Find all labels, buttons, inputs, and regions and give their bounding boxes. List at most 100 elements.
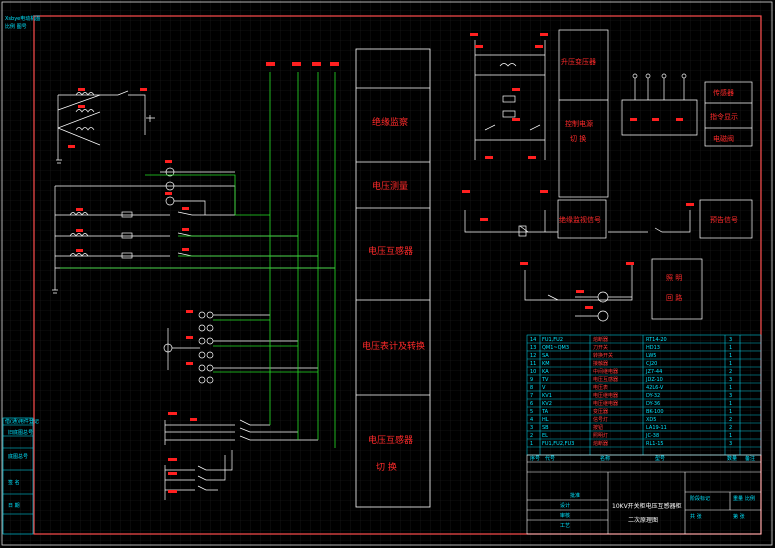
bus-wires [60, 72, 336, 448]
parts-row-c2: 电压表 [593, 384, 608, 391]
parts-row-c1: QM1~QM3 [542, 345, 569, 351]
title-block-header: 型号 [655, 455, 665, 462]
parts-row-c2: 信号灯 [593, 416, 608, 423]
label-circuit: 回 路 [666, 293, 682, 302]
parts-row-c3: DY-32 [646, 393, 660, 399]
parts-row-c3: DY-36 [646, 401, 660, 407]
side-label-0: 借(通)用件登记 [5, 418, 39, 425]
parts-row-index: 5 [530, 409, 533, 415]
parts-row-c3: 42L6-V [646, 385, 664, 391]
tb-field-stage: 阶段标记 [690, 495, 710, 502]
parts-row-index: 11 [530, 361, 536, 367]
parts-row-c1: KM [542, 361, 550, 367]
label-step-up-transformer: 升压变压器 [561, 57, 596, 66]
parts-row-index: 8 [530, 385, 533, 391]
title-block-header: 代号 [545, 455, 555, 462]
parts-row-index: 1 [530, 441, 533, 447]
parts-row-c4: 2 [729, 369, 732, 375]
parts-row-c2: 中间继电器 [593, 368, 618, 375]
label-control-switch: 切 换 [570, 134, 586, 143]
parts-row-c4: 3 [729, 441, 732, 447]
parts-row-c1: KV2 [542, 401, 552, 407]
drawing-title-1: 10KV开关柜电压互感器柜 [612, 502, 682, 510]
parts-row-c3: CJ20 [646, 361, 657, 367]
parts-row-c2: 刀开关 [593, 344, 608, 351]
function-column [355, 48, 431, 508]
title-block-header: 名称 [600, 455, 610, 462]
parts-row-index: 14 [530, 337, 536, 343]
tb-field-sheet: 第 张 [733, 513, 745, 520]
parts-row-index: 4 [530, 417, 533, 423]
parts-row-c2: 按钮 [593, 424, 603, 431]
parts-row-c4: 3 [729, 377, 732, 383]
corner-note-2: 比例 图号 [5, 23, 27, 30]
parts-row-c1: HL [542, 417, 549, 423]
parts-row-c1: FU1,FU2 [542, 337, 563, 343]
parts-row-c4: 1 [729, 361, 732, 367]
side-label-4: 日 期 [8, 503, 20, 509]
box-label-meter-switch: 电压表计及转换 [362, 340, 425, 352]
box-label-voltage-measure: 电压测量 [372, 180, 408, 192]
parts-row-c4: 3 [729, 393, 732, 399]
right-top-circuits [464, 29, 753, 322]
box-label-insulation: 绝缘监察 [372, 116, 408, 128]
parts-row-c4: 1 [729, 409, 732, 415]
parts-row-c4: 1 [729, 401, 732, 407]
parts-row-c3: JDZ-10 [645, 377, 663, 383]
parts-row-c3: LA19-11 [646, 425, 667, 431]
parts-row-index: 10 [530, 369, 536, 375]
parts-row-index: 12 [530, 353, 536, 359]
parts-row-c3: RL1-15 [646, 441, 664, 447]
title-block [526, 454, 762, 535]
parts-row-index: 6 [530, 401, 533, 407]
tb-field-total-sheets: 共 张 [690, 513, 702, 520]
tb-field-process: 工艺 [560, 523, 570, 529]
tb-field-weight: 重量 [733, 495, 743, 502]
title-block-header: 数量 [727, 455, 737, 462]
tb-field-design: 设计 [560, 502, 570, 509]
label-control-power: 控制电源 [565, 119, 593, 128]
tb-field-review: 审核 [560, 512, 570, 519]
parts-row-c1: KV1 [542, 393, 552, 399]
parts-row-c2: 熔断器 [593, 336, 608, 343]
parts-row-index: 13 [530, 345, 536, 351]
parts-row-c1: FU1,FU2,FU3 [542, 441, 574, 447]
parts-row-c2: 电压互感器 [593, 376, 618, 383]
parts-row-index: 7 [530, 393, 533, 399]
side-label-3: 签 名 [8, 479, 20, 486]
parts-row-c3: BK-100 [646, 409, 664, 415]
parts-row-c1: V [542, 385, 546, 391]
parts-row-c3: JZ7-44 [645, 369, 662, 375]
parts-row-c4: 3 [729, 337, 732, 343]
side-label-1: 旧底图总号 [8, 429, 33, 436]
parts-row-c4: 2 [729, 425, 732, 431]
box-label-vt: 电压互感器 [368, 245, 413, 257]
parts-row-c1: TV [541, 377, 549, 383]
parts-row-c1: KA [542, 369, 549, 375]
drawing-frame [33, 15, 762, 535]
title-block-headers: 序号代号名称型号数量备注 [530, 455, 755, 462]
parts-row-c2: 电压继电器 [593, 392, 618, 399]
parts-row-index: 3 [530, 425, 533, 431]
parts-row-c4: 1 [729, 385, 732, 391]
parts-row-c1: SA [542, 353, 549, 359]
box-label-switch: 切 换 [376, 461, 397, 473]
label-warning-signal: 预告信号 [710, 215, 738, 224]
corner-note-1: Xsbye电动机图 [5, 15, 40, 22]
parts-row-c3: JC-38 [645, 433, 659, 439]
label-command-display: 指令显示 [710, 112, 738, 121]
parts-row-c2: 变压器 [593, 408, 608, 415]
parts-row-c3: LW5 [646, 353, 656, 359]
title-block-header: 备注 [745, 455, 755, 462]
label-lighting: 照 明 [666, 274, 682, 282]
label-sensor: 传感器 [713, 88, 734, 97]
label-solenoid: 电磁阀 [713, 134, 734, 143]
side-registration-strip [2, 417, 34, 535]
label-insulation-signal: 绝缘监视信号 [559, 215, 601, 224]
side-label-2: 底图总号 [8, 453, 28, 460]
parts-row-c4: 1 [729, 433, 732, 439]
box-label-vt-2: 电压互感器 [368, 434, 413, 446]
